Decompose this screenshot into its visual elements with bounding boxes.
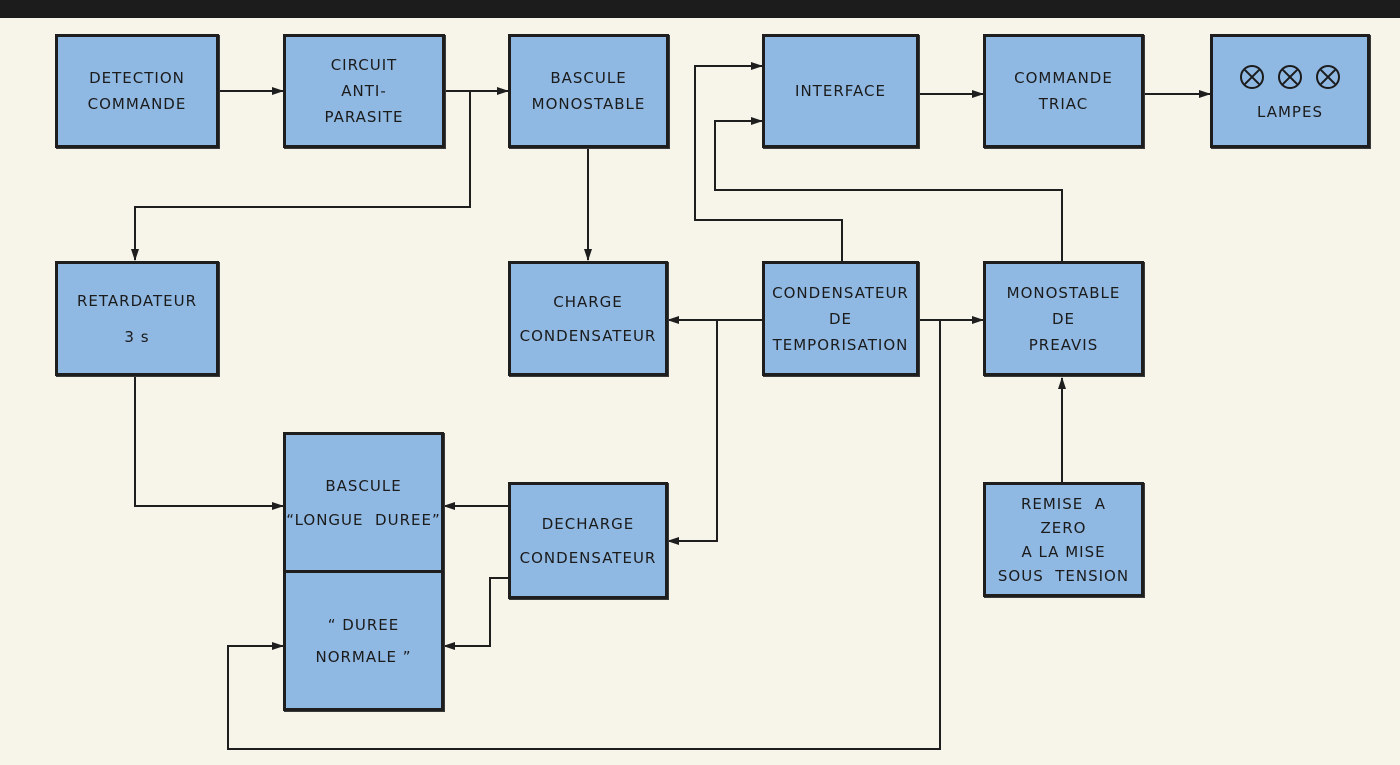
block-text: DE bbox=[828, 309, 853, 328]
wire-preavis-to-interface bbox=[714, 117, 1063, 262]
block-commande-triac: COMMANDE TRIAC bbox=[983, 34, 1144, 148]
block-remise-a-zero: REMISE A ZERO A LA MISE SOUS TENSION bbox=[983, 482, 1144, 597]
wire-tempo-loop-to-normale bbox=[227, 320, 941, 750]
block-duree-normale: “ DUREE NORMALE ” bbox=[283, 570, 444, 711]
block-text: 3 s bbox=[124, 327, 150, 346]
block-text: NORMALE ” bbox=[315, 647, 412, 666]
block-text: TRIAC bbox=[1038, 95, 1089, 113]
wire-tempo-to-decharge bbox=[667, 320, 718, 545]
block-text: RETARDATEUR bbox=[76, 291, 197, 310]
block-text: ANTI- bbox=[341, 82, 387, 100]
wire-retardateur-to-bascule-longue bbox=[134, 375, 284, 510]
block-bascule-longue-duree: BASCULE “LONGUE DUREE” bbox=[283, 432, 444, 573]
block-interface: INTERFACE bbox=[762, 34, 919, 148]
block-text: CONDENSATEUR bbox=[519, 326, 657, 345]
block-text: COMMANDE bbox=[87, 95, 187, 113]
block-monostable-preavis: MONOSTABLE DE PREAVIS bbox=[983, 261, 1144, 376]
block-charge-condensateur: CHARGE CONDENSATEUR bbox=[508, 261, 668, 376]
block-text: “LONGUE DUREE” bbox=[286, 510, 441, 529]
block-text: TEMPORISATION bbox=[772, 335, 909, 354]
block-text: INTERFACE bbox=[795, 82, 886, 100]
block-text: REMISE A bbox=[1020, 494, 1107, 513]
lamp-icon bbox=[1278, 65, 1302, 89]
block-detection-commande: DETECTION COMMANDE bbox=[55, 34, 219, 148]
wire-tempo-to-interface bbox=[694, 62, 843, 262]
block-text: MONOSTABLE bbox=[1006, 283, 1121, 302]
block-text: CONDENSATEUR bbox=[519, 548, 657, 567]
block-bascule-monostable: BASCULE MONOSTABLE bbox=[508, 34, 669, 148]
lamp-icon bbox=[1316, 65, 1340, 89]
block-text: A LA MISE bbox=[1021, 542, 1106, 561]
block-text: PARASITE bbox=[324, 108, 404, 126]
block-lampes: LAMPES bbox=[1210, 34, 1370, 148]
wire-antiparasite-to-retardateur bbox=[131, 91, 471, 261]
block-text: COMMANDE bbox=[1014, 69, 1113, 87]
block-text: SOUS TENSION bbox=[997, 566, 1130, 585]
block-text: MONOSTABLE bbox=[531, 95, 646, 113]
block-text: BASCULE bbox=[550, 69, 627, 87]
block-text: CIRCUIT bbox=[330, 56, 398, 74]
block-text: DE bbox=[1051, 309, 1076, 328]
block-text: ZERO bbox=[1040, 518, 1087, 537]
block-circuit-antiparasite: CIRCUIT ANTI- PARASITE bbox=[283, 34, 445, 148]
lamp-icon bbox=[1240, 65, 1264, 89]
lamp-icons bbox=[1240, 65, 1340, 89]
block-retardateur: RETARDATEUR 3 s bbox=[55, 261, 219, 376]
block-text: CONDENSATEUR bbox=[772, 283, 909, 302]
block-text: BASCULE bbox=[325, 476, 402, 495]
block-decharge-condensateur: DECHARGE CONDENSATEUR bbox=[508, 482, 668, 599]
top-border-bar bbox=[0, 0, 1400, 18]
block-text: CHARGE bbox=[553, 292, 623, 311]
block-text: “ DUREE bbox=[327, 615, 400, 634]
wire-decharge-to-normale bbox=[443, 577, 508, 650]
block-text: PREAVIS bbox=[1028, 335, 1099, 354]
block-condensateur-temporisation: CONDENSATEUR DE TEMPORISATION bbox=[762, 261, 919, 376]
block-text: DETECTION bbox=[89, 69, 185, 87]
block-text: DECHARGE bbox=[541, 514, 635, 533]
block-text: LAMPES bbox=[1257, 103, 1323, 121]
